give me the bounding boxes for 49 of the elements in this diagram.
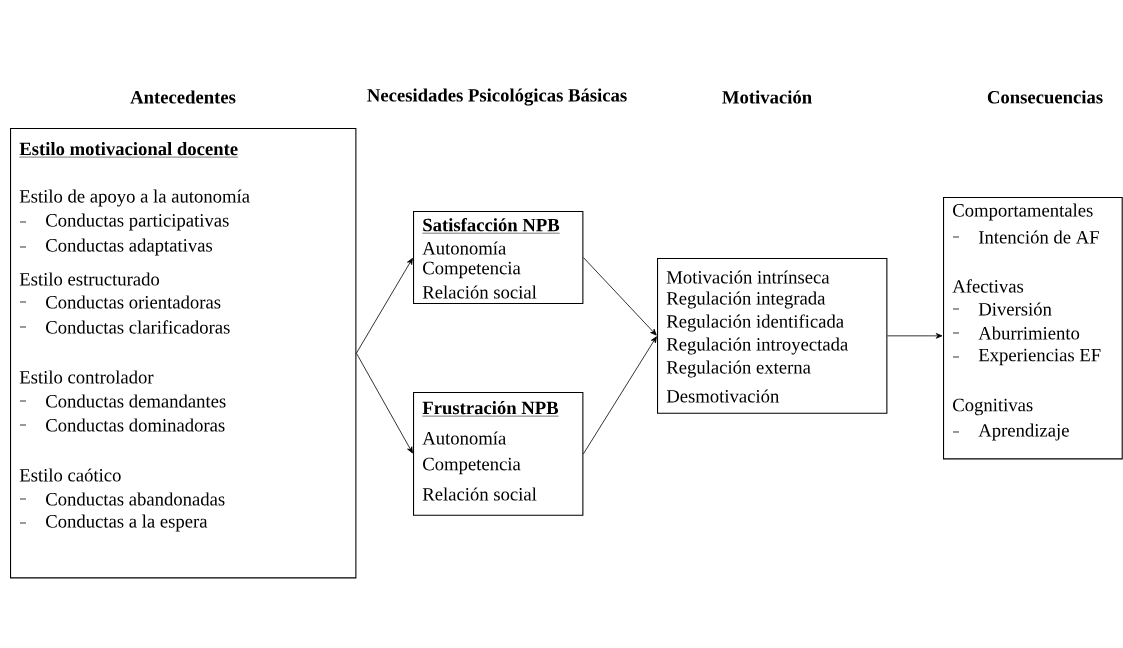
list-item: Conductas clarificadoras <box>19 320 230 334</box>
column-heading: Necesidades Psicológicas Básicas <box>367 88 627 106</box>
text-box <box>943 197 1123 460</box>
text-line: Estilo estructurado <box>19 272 160 286</box>
list-item: Conductas abandonadas <box>19 492 225 506</box>
list-item: Aprendizaje <box>952 423 1069 441</box>
text-line: Relación social <box>422 487 537 501</box>
text-line: Estilo caótico <box>19 468 121 482</box>
text-line: Afectivas <box>952 279 1024 293</box>
list-item: Conductas demandantes <box>19 394 226 408</box>
arrow <box>583 336 657 455</box>
text-line: Desmotivación <box>666 389 779 403</box>
arrow <box>356 258 413 354</box>
text-line: Estilo de apoyo a la autonomía <box>19 189 250 207</box>
text-line: Relación social <box>422 285 537 299</box>
text-line: Comportamentales <box>953 203 1093 221</box>
list-item: Aburrimiento <box>952 326 1080 340</box>
box-heading: Estilo motivacional docente <box>19 142 239 158</box>
text-line: Autonomía <box>422 431 506 445</box>
text-box <box>413 392 584 516</box>
column-heading: Antecedentes <box>130 90 236 104</box>
box-heading: Frustración NPB <box>422 401 559 417</box>
text-box <box>10 128 357 579</box>
text-line: Regulación introyectada <box>666 337 848 355</box>
text-line: Regulación integrada <box>666 291 826 309</box>
list-item: Conductas participativas <box>19 213 229 231</box>
list-item: Conductas dominadoras <box>19 418 225 432</box>
text-line: Competencia <box>423 457 521 475</box>
arrow <box>887 333 943 339</box>
text-line: Regulación identificada <box>666 314 844 332</box>
list-item: Conductas a la espera <box>19 514 208 532</box>
box-heading: Satisfacción NPB <box>422 218 560 234</box>
text-box <box>657 258 888 414</box>
list-item: Conductas orientadoras <box>19 295 221 309</box>
text-line: Regulación externa <box>666 360 811 378</box>
list-item: Conductas adaptativas <box>19 238 213 256</box>
text-line: Competencia <box>423 261 521 279</box>
text-line: Motivación intrínseca <box>666 270 830 284</box>
text-line: Estilo controlador <box>19 370 154 384</box>
list-item: Diversión <box>952 302 1052 316</box>
column-heading: Consecuencias <box>987 90 1103 104</box>
arrow <box>356 352 413 454</box>
column-heading: Motivación <box>722 90 812 104</box>
list-item: Experiencias EF <box>952 348 1101 366</box>
list-item: Intención de AF <box>952 230 1099 244</box>
text-line: Autonomía <box>422 241 506 255</box>
text-line: Cognitivas <box>953 398 1033 416</box>
text-box <box>413 211 584 305</box>
arrow <box>583 257 657 336</box>
